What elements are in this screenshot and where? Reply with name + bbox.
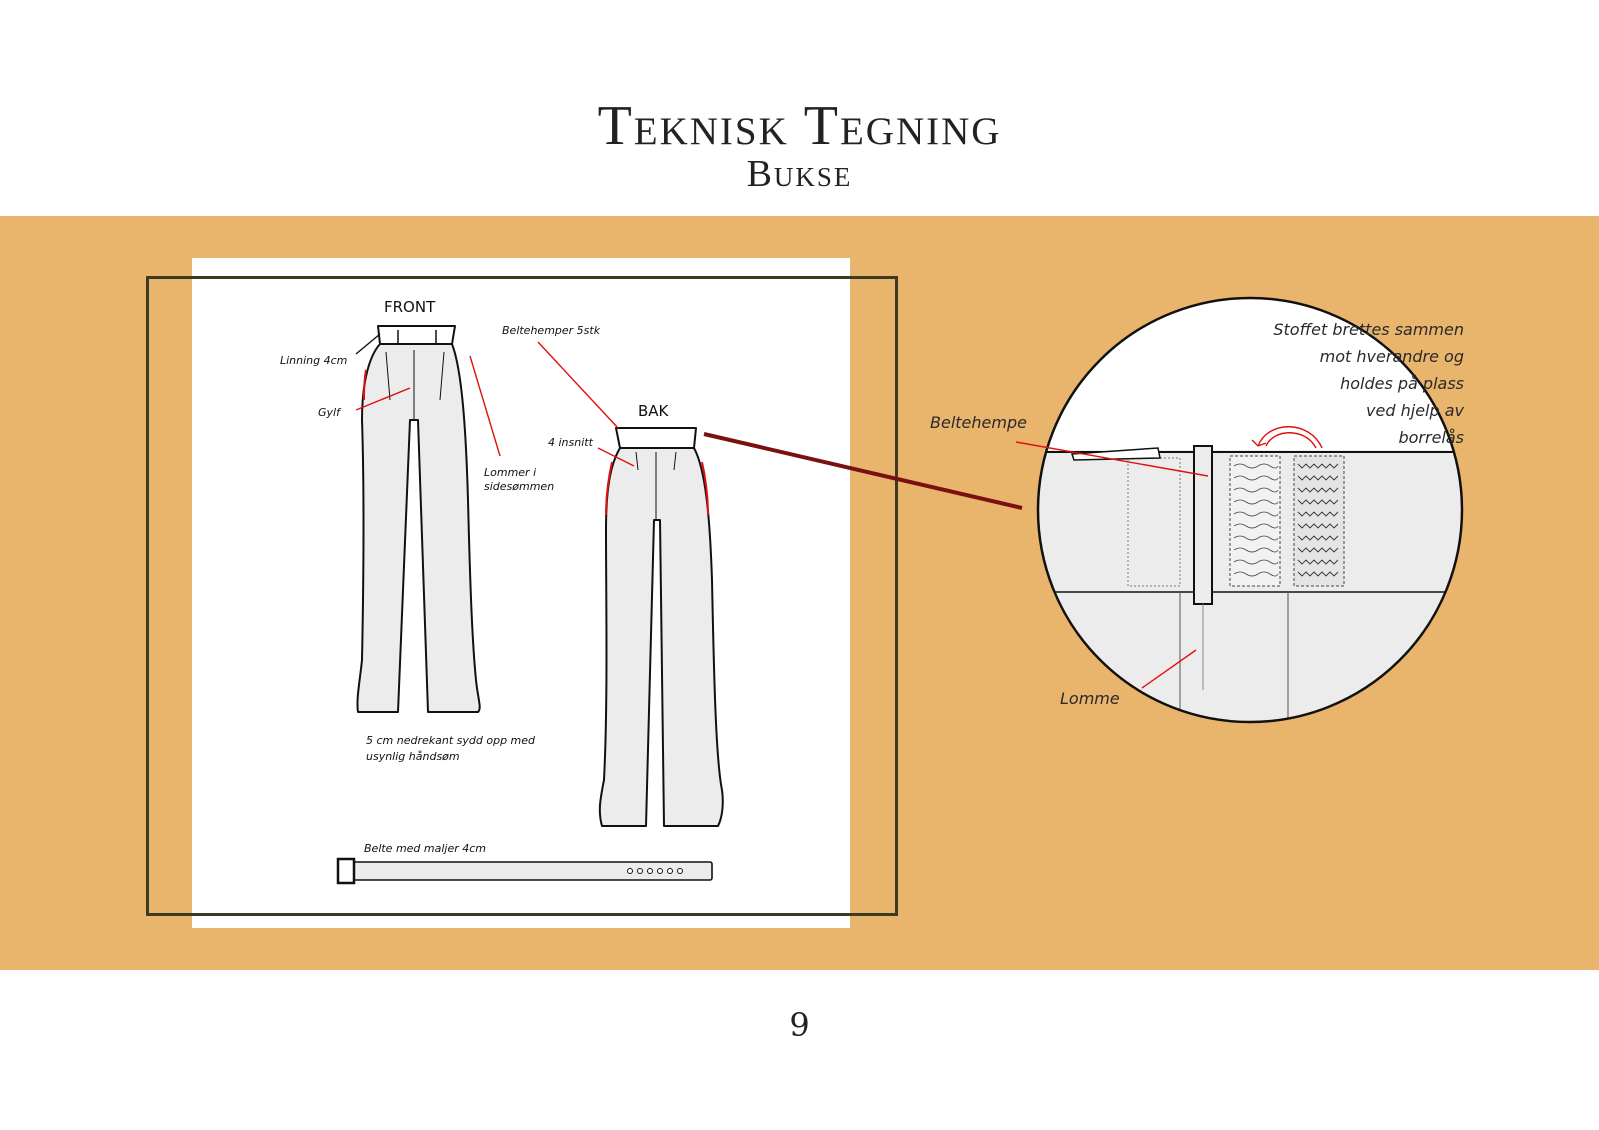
beltehemper-label: Beltehemper 5stk [502,324,601,337]
detail-connector [703,432,1023,510]
page-number: 9 [789,1006,810,1044]
page-subtitle: Bukse [746,153,853,195]
linning-label: Linning 4cm [280,354,347,367]
page-title: Teknisk Tegning [597,95,1002,157]
detail-magnifier [1015,296,1464,724]
front-label: FRONT [384,298,436,316]
lomme-label: Lomme [1060,689,1120,708]
lommer-label-line2: sidesømmen [484,480,554,493]
note-line: Stoffet brettes sammen [1273,320,1464,339]
velcro-note: Stoffet brettes sammen mot hverandre og … [1273,320,1464,447]
gylf-label: Gylf [318,406,342,419]
belt-drawing [336,857,713,885]
note-line: holdes på plass [1340,374,1464,393]
back-label: BAK [638,402,670,420]
insnitt-label: 4 insnitt [548,436,594,449]
front-trousers [356,325,481,713]
note-line: borrelås [1398,428,1464,447]
back-trousers [598,427,724,827]
nedrekant-label-line1: 5 cm nedrekant sydd opp med [366,734,536,747]
note-line: ved hjelp av [1366,401,1464,420]
belte-label: Belte med maljer 4cm [364,842,486,855]
nedrekant-label-line2: usynlig håndsøm [366,750,460,763]
note-line: mot hverandre og [1320,347,1464,366]
beltehempe-label: Beltehempe [930,413,1027,432]
lommer-label-line1: Lommer i [484,466,536,479]
drawing-sheet [192,258,850,928]
drawing-frame [146,276,898,916]
annotation-leaders [355,333,635,467]
